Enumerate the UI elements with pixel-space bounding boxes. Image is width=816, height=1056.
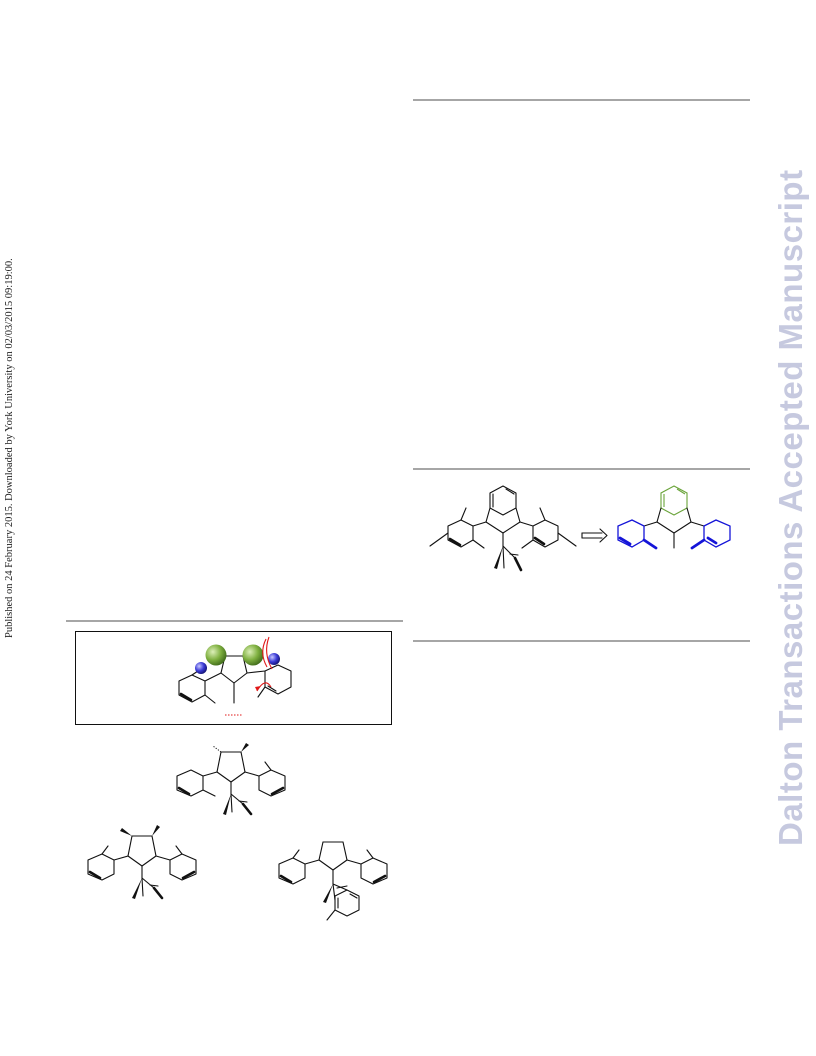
journal-watermark-text: Dalton Transactions Accepted Manuscript xyxy=(772,169,809,846)
chiral-nhc-complex-left xyxy=(87,825,197,900)
blue-sphere-right xyxy=(268,653,280,665)
mesityl-nhc-structure xyxy=(429,485,577,572)
blue-sphere-left xyxy=(195,662,207,674)
rule-right-lower xyxy=(413,640,750,642)
download-note-text: Published on 24 February 2015. Downloade… xyxy=(4,258,15,638)
implies-arrow xyxy=(581,528,608,543)
chiral-nhc-complex-right xyxy=(278,841,388,921)
tolyl-nhc-fragment xyxy=(617,485,731,550)
mesityl-nhc-to-tolyl-nhc-scheme xyxy=(429,485,731,572)
download-note: Published on 24 February 2015. Downloade… xyxy=(4,248,20,638)
green-sphere-right xyxy=(242,644,264,666)
steric-model-drawing xyxy=(178,636,292,716)
rule-right-top xyxy=(413,99,750,101)
chiral-nhc-complex-top xyxy=(176,743,286,816)
green-sphere-left xyxy=(205,644,227,666)
journal-watermark: Dalton Transactions Accepted Manuscript xyxy=(768,169,812,846)
rule-right-middle xyxy=(413,468,750,470)
rule-left-lower xyxy=(66,620,403,622)
steric-model-box xyxy=(75,631,392,725)
